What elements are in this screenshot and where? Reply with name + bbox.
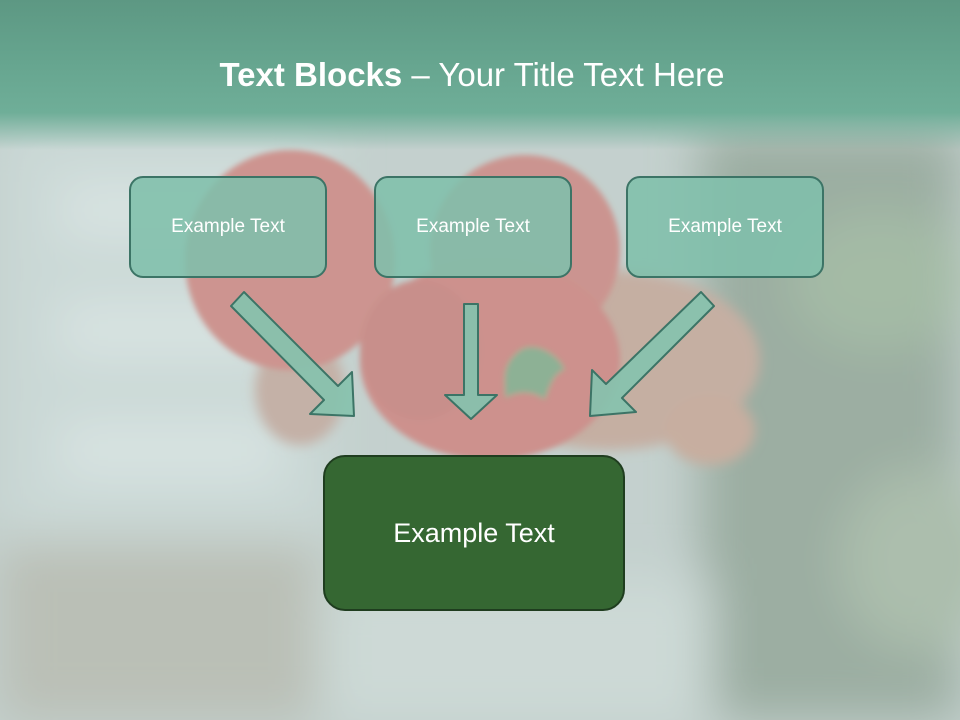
title-separator: – — [402, 56, 439, 93]
text-block-left-label: Example Text — [171, 216, 285, 237]
title-band — [0, 0, 960, 150]
title-bold-part: Text Blocks — [219, 56, 403, 93]
slide-title: Text Blocks – Your Title Text Here — [0, 52, 944, 98]
arrow-left — [230, 291, 355, 417]
text-block-right-label: Example Text — [668, 216, 782, 237]
arrow-middle — [444, 303, 498, 420]
text-block-bottom-label: Example Text — [393, 517, 555, 548]
text-block-bottom[interactable]: Example Text — [323, 455, 625, 611]
title-regular-part: Your Title Text Here — [438, 56, 725, 93]
arrow-right — [589, 291, 715, 417]
text-block-left[interactable]: Example Text — [129, 176, 327, 278]
text-block-middle[interactable]: Example Text — [374, 176, 572, 278]
text-block-middle-label: Example Text — [416, 216, 530, 237]
text-block-right[interactable]: Example Text — [626, 176, 824, 278]
